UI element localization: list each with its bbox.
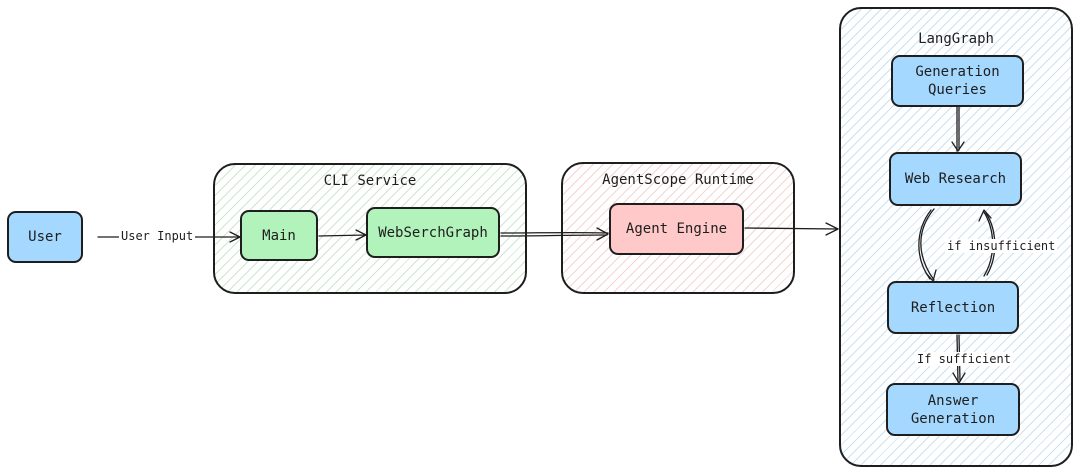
cli-service-title: CLI Service xyxy=(323,173,417,189)
arrowhead-agentengine-langgraph xyxy=(825,222,839,236)
node-answer-generation[interactable]: Answer Generation xyxy=(886,383,1020,436)
node-main[interactable]: Main xyxy=(240,210,318,261)
edge-main-websearchgraph xyxy=(318,234,367,237)
arrowhead-genqueries-webresearch xyxy=(951,141,965,152)
edge-webresearch-reflection xyxy=(920,208,935,281)
langgraph-title: LangGraph xyxy=(918,31,994,47)
node-generation-queries[interactable]: Generation Queries xyxy=(891,55,1024,107)
label-user-input: User Input xyxy=(119,229,196,243)
node-reflection[interactable]: Reflection xyxy=(887,281,1019,334)
node-user[interactable]: User xyxy=(7,211,83,263)
label-if-insufficient: if insufficient xyxy=(945,239,1058,253)
arrowhead-websearchgraph-agentengine xyxy=(596,227,609,241)
node-web-research[interactable]: Web Research xyxy=(889,152,1022,206)
arrowhead-reflection-answer xyxy=(952,372,966,384)
node-agent-engine[interactable]: Agent Engine xyxy=(609,203,744,255)
edge-agentengine-langgraph xyxy=(744,227,839,230)
arrowhead-reflection-webresearch xyxy=(978,209,992,222)
label-if-sufficient: If sufficient xyxy=(915,352,1013,366)
node-websearchgraph[interactable]: WebSerchGraph xyxy=(366,207,500,258)
agentscope-runtime-title: AgentScope Runtime xyxy=(602,172,754,188)
